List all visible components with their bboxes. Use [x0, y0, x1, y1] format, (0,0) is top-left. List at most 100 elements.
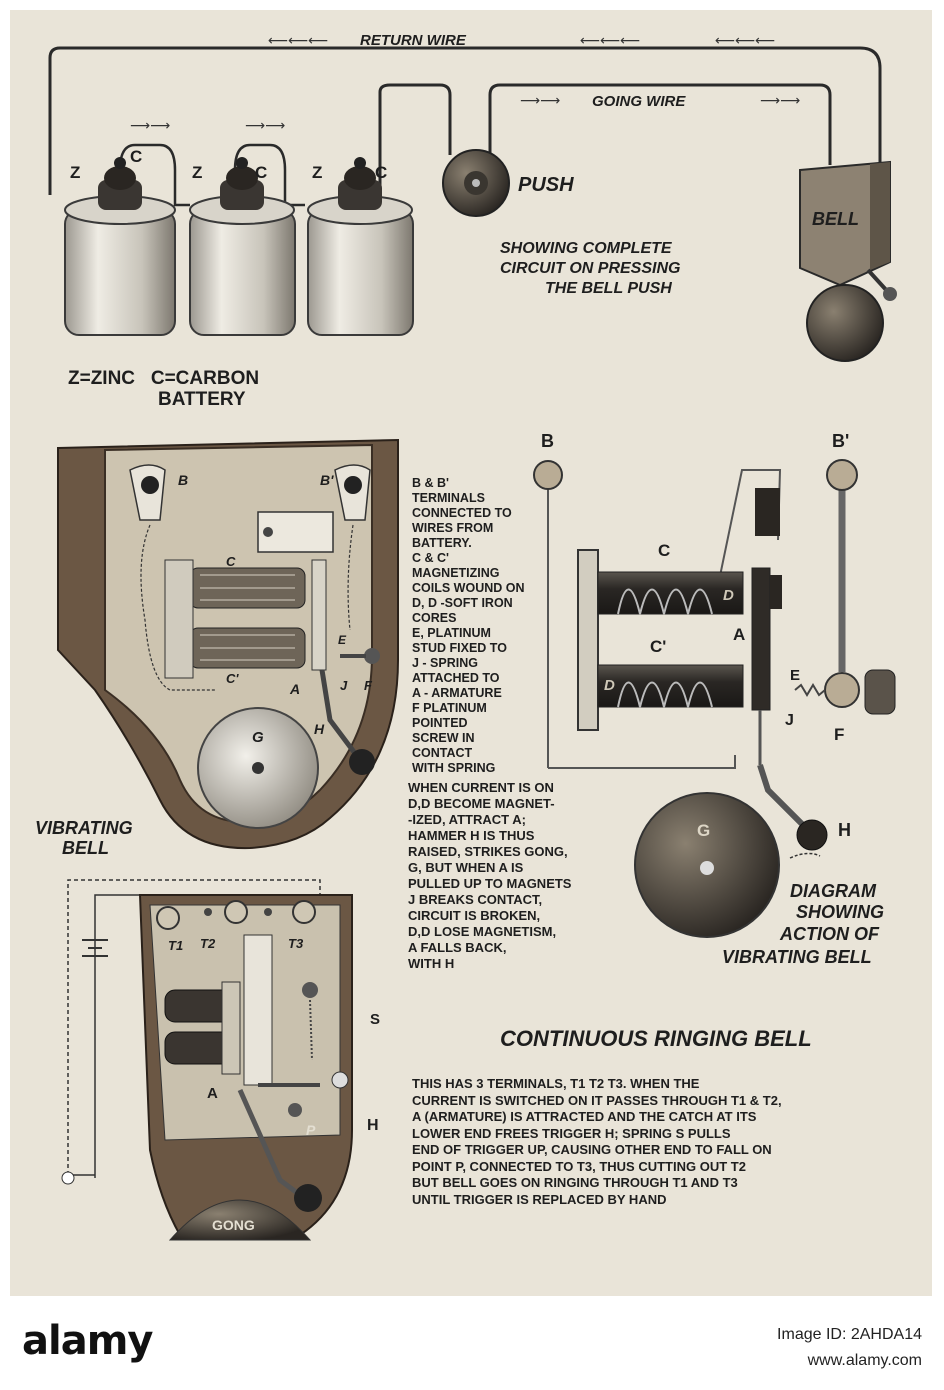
- continuous-line: POINT P, CONNECTED TO T3, THUS CUTTING O…: [412, 1158, 746, 1174]
- continuous-line: END OF TRIGGER UP, CAUSING OTHER END TO …: [412, 1142, 772, 1157]
- continuous-line: LOWER END FREES TRIGGER H; SPRING S PULL…: [412, 1125, 731, 1141]
- site-url: www.alamy.com: [807, 1352, 922, 1369]
- continuous-bell-diagram: [61, 879, 353, 1241]
- key-line: WITH SPRING: [412, 761, 496, 775]
- return-wire-label: RETURN WIRE: [360, 32, 467, 49]
- action-line: -IZED, ATTRACT A;: [408, 812, 526, 827]
- alamy-logo: alamy: [22, 1318, 153, 1364]
- key-line: TERMINALS: [412, 491, 485, 505]
- continuous-line: THIS HAS 3 TERMINALS, T1 T2 T3. WHEN THE: [412, 1076, 700, 1091]
- key-line: ATTACHED TO: [412, 671, 500, 685]
- cabinet-label-a: A: [289, 681, 300, 697]
- continuous-label-p: P: [306, 1122, 316, 1138]
- action-label-j: J: [785, 712, 794, 729]
- action-label-d1: D: [723, 587, 734, 604]
- key-line: SCREW IN: [412, 731, 475, 745]
- cell-label-z1: Z: [70, 163, 80, 182]
- svg-text:⟵⟵⟵: ⟵⟵⟵: [580, 33, 640, 49]
- continuous-label-s: S: [370, 1011, 380, 1028]
- key-line: CONNECTED TO: [412, 506, 512, 520]
- key-line: D, D -SOFT IRON: [412, 596, 513, 610]
- cabinet-label-g: G: [252, 729, 264, 746]
- action-line: G, BUT WHEN A IS: [408, 860, 524, 875]
- key-line: WIRES FROM: [412, 521, 494, 535]
- cell-label-z3: Z: [312, 163, 322, 182]
- continuous-line: BUT BELL GOES ON RINGING THROUGH T1 AND …: [412, 1175, 738, 1190]
- continuous-label-t2: T2: [200, 936, 216, 951]
- continuous-label-h: H: [367, 1117, 379, 1134]
- key-line: C & C': [412, 551, 449, 565]
- key-line: POINTED: [412, 716, 468, 730]
- action-line: D,D LOSE MAGNETISM,: [408, 924, 557, 939]
- action-line: PULLED UP TO MAGNETS: [408, 876, 572, 891]
- action-label-a: A: [733, 625, 745, 644]
- circuit-caption-2: CIRCUIT ON PRESSING: [500, 260, 680, 277]
- electric-bell: [799, 160, 897, 362]
- action-label-f: F: [834, 725, 844, 744]
- bell-label: BELL: [812, 209, 859, 229]
- svg-text:⟶⟶: ⟶⟶: [520, 93, 560, 109]
- cell-label-c3: C: [375, 163, 387, 182]
- continuous-line: CURRENT IS SWITCHED ON IT PASSES THROUGH…: [412, 1092, 782, 1108]
- action-line: RAISED, STRIKES GONG,: [408, 844, 568, 859]
- key-line: A - ARMATURE: [412, 686, 502, 700]
- cabinet-label-e: E: [338, 633, 347, 647]
- battery-label: BATTERY: [158, 389, 246, 410]
- image-id: Image ID: 2AHDA14: [777, 1326, 922, 1343]
- continuous-bell-title: CONTINUOUS RINGING BELL: [500, 1026, 812, 1051]
- action-caption-2: SHOWING: [796, 902, 884, 922]
- key-line: STUD FIXED TO: [412, 641, 507, 655]
- key-line: E, PLATINUM: [412, 626, 491, 640]
- cell-label-z2: Z: [192, 163, 202, 182]
- cabinet-label-j: J: [340, 678, 348, 693]
- cabinet-label-b: B: [178, 472, 188, 488]
- continuous-label-gong: GONG: [212, 1217, 255, 1233]
- going-wire-label: GOING WIRE: [592, 93, 686, 110]
- key-line: F PLATINUM: [412, 701, 487, 715]
- vibrating-bell-title-1: VIBRATING: [35, 818, 133, 838]
- circuit-caption-3: THE BELL PUSH: [545, 280, 672, 297]
- action-line: D,D BECOME MAGNET-: [408, 796, 555, 811]
- action-label-g: G: [697, 821, 710, 840]
- key-line: BATTERY.: [412, 536, 472, 550]
- vibrating-key-text: B & B' TERMINALS CONNECTED TO WIRES FROM…: [412, 476, 547, 776]
- action-line: WHEN CURRENT IS ON: [408, 780, 554, 795]
- action-label-b-prime: B': [832, 431, 849, 451]
- svg-text:⟶⟶: ⟶⟶: [130, 118, 170, 134]
- action-caption-1: DIAGRAM: [790, 881, 877, 901]
- action-line: J BREAKS CONTACT,: [408, 892, 543, 907]
- action-diagram: [533, 459, 896, 938]
- cabinet-label-b-prime: B': [320, 472, 334, 488]
- vibrating-bell-title-2: BELL: [62, 838, 109, 858]
- key-line: CORES: [412, 611, 457, 625]
- svg-text:⟶⟶: ⟶⟶: [245, 118, 285, 134]
- svg-text:⟵⟵⟵: ⟵⟵⟵: [715, 33, 775, 49]
- key-line: MAGNETIZING: [412, 566, 500, 580]
- action-line: WITH H: [408, 956, 455, 971]
- watermark-footer: [0, 1300, 944, 1390]
- bell-circuit-illustration: ⟵⟵⟵ ⟵⟵⟵ ⟵⟵⟵ ⟶⟶ ⟶⟶ ⟶⟶ ⟶⟶ RETURN WIRE GOIN…: [35, 32, 897, 1241]
- svg-text:⟶⟶: ⟶⟶: [760, 93, 800, 109]
- vibrating-action-text: WHEN CURRENT IS ON D,D BECOME MAGNET- -I…: [408, 780, 648, 972]
- action-label-e: E: [790, 667, 800, 684]
- key-line: COILS WOUND ON: [412, 581, 525, 595]
- continuous-label-t1: T1: [168, 938, 183, 953]
- continuous-label-t3: T3: [288, 936, 304, 951]
- action-label-h: H: [838, 820, 851, 840]
- action-label-c: C: [658, 541, 670, 560]
- action-label-d2: D: [604, 677, 615, 694]
- battery-cells: [64, 143, 414, 336]
- cabinet-label-h: H: [314, 721, 325, 737]
- cabinet-label-f: F: [364, 678, 373, 693]
- continuous-label-a: A: [207, 1085, 218, 1102]
- svg-text:⟵⟵⟵: ⟵⟵⟵: [268, 33, 328, 49]
- action-caption-4: VIBRATING BELL: [722, 947, 872, 967]
- key-line: CONTACT: [412, 746, 473, 760]
- action-line: A FALLS BACK,: [408, 940, 507, 955]
- action-label-b: B: [541, 431, 554, 451]
- top-circuit: ⟵⟵⟵ ⟵⟵⟵ ⟵⟵⟵ ⟶⟶ ⟶⟶ ⟶⟶ ⟶⟶ RETURN WIRE GOIN…: [48, 32, 897, 410]
- action-line: CIRCUIT IS BROKEN,: [408, 908, 541, 923]
- key-line: B & B': [412, 476, 449, 490]
- vibrating-bell-cabinet: [57, 438, 399, 850]
- action-line: HAMMER H IS THUS: [408, 828, 535, 843]
